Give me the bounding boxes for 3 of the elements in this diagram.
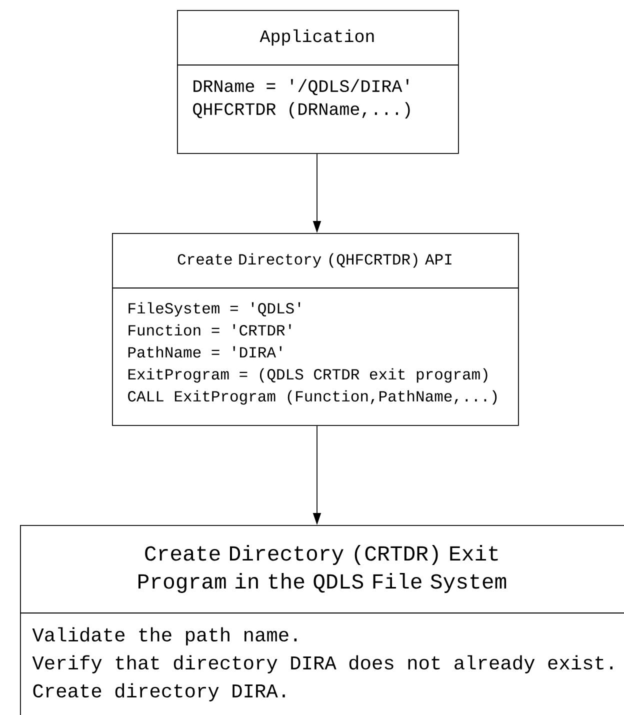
process-box: Create Directory (QHFCRTDR) API FileSystem = 'QDLS' Function = 'CRTDR' PathName = 'DIRA' ExitProgram = (QDLS CRTDR exit program) CALL ExitProgram (Function,PathName,...): [112, 233, 519, 426]
process-box: Create Directory (CRTDR) Exit Program in the QDLS File System Validate the path name. Verify that directory DIRA does not already exist. Create directory DIRA.: [20, 525, 624, 715]
process-box: Application DRName = '/QDLS/DIRA' QHFCRTDR (DRName,...): [176, 10, 459, 154]
